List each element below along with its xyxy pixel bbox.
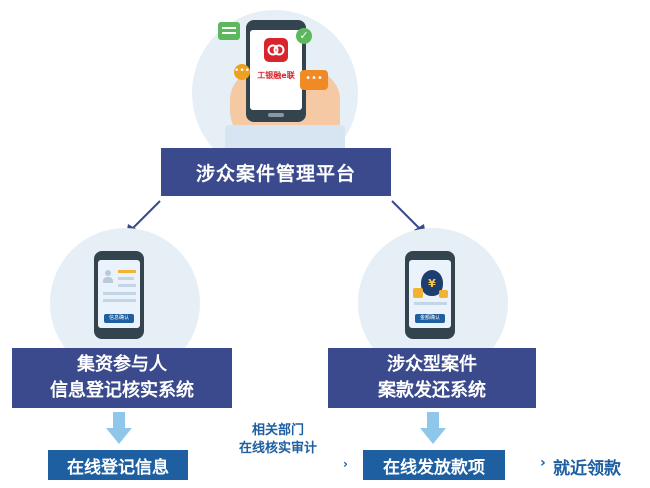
platform-box: 涉众案件管理平台 <box>161 148 391 196</box>
money-bag-icon: ¥ <box>421 270 443 296</box>
right-system-line2: 案款发还系统 <box>378 380 486 401</box>
left-step-box: 在线登记信息 <box>48 450 188 480</box>
form-line <box>103 292 136 295</box>
form-line <box>118 270 136 273</box>
top-phone-screen: 工银融e联 <box>250 30 302 110</box>
left-phone-button[interactable]: 信息确认 <box>104 314 134 323</box>
check-icon: ✓ <box>296 28 312 44</box>
left-phone-screen: 信息确认 <box>98 260 140 328</box>
platform-label: 涉众案件管理平台 <box>195 162 356 185</box>
left-system-line1: 集资参与人 <box>77 354 167 375</box>
left-system-line2: 信息登记核实系统 <box>50 380 194 401</box>
coin-stack-icon <box>413 288 423 298</box>
left-phone: 信息确认 <box>94 251 144 339</box>
right-phone-button[interactable]: 金额确认 <box>415 314 445 323</box>
form-line <box>414 302 447 305</box>
home-button-icon <box>268 113 284 117</box>
right-step-label: 在线发放款项 <box>383 457 485 478</box>
middle-note: 相关部门 在线核实审计 <box>228 422 328 458</box>
user-profile-icon <box>103 270 113 284</box>
right-system-box: 涉众型案件 案款发还系统 <box>328 348 536 408</box>
left-system-box: 集资参与人 信息登记核实系统 <box>12 348 232 408</box>
message-dots-icon: ••• <box>234 64 250 80</box>
chevron-right-icon: › <box>343 457 348 471</box>
chat-bubble-icon <box>218 22 240 40</box>
right-step-box: 在线发放款项 <box>363 450 505 480</box>
speech-bubble-icon: ••• <box>300 70 328 90</box>
form-line <box>118 284 136 287</box>
form-line <box>103 299 136 302</box>
app-logo-icon <box>264 38 288 62</box>
left-step-label: 在线登记信息 <box>67 457 169 478</box>
middle-note-line2: 在线核实审计 <box>238 441 317 456</box>
final-label: 就近领款 <box>553 459 621 479</box>
down-arrow-left <box>106 412 132 444</box>
coin-stack-icon <box>439 290 448 298</box>
middle-note-line1: 相关部门 <box>251 423 304 438</box>
chevron-right-icon: › <box>540 455 546 471</box>
down-arrow-right <box>420 412 446 444</box>
right-phone-screen: ¥ 金额确认 <box>409 260 451 328</box>
app-name: 工银融e联 <box>257 71 295 80</box>
right-system-line1: 涉众型案件 <box>387 354 477 375</box>
form-line <box>118 277 134 280</box>
right-phone: ¥ 金额确认 <box>405 251 455 339</box>
